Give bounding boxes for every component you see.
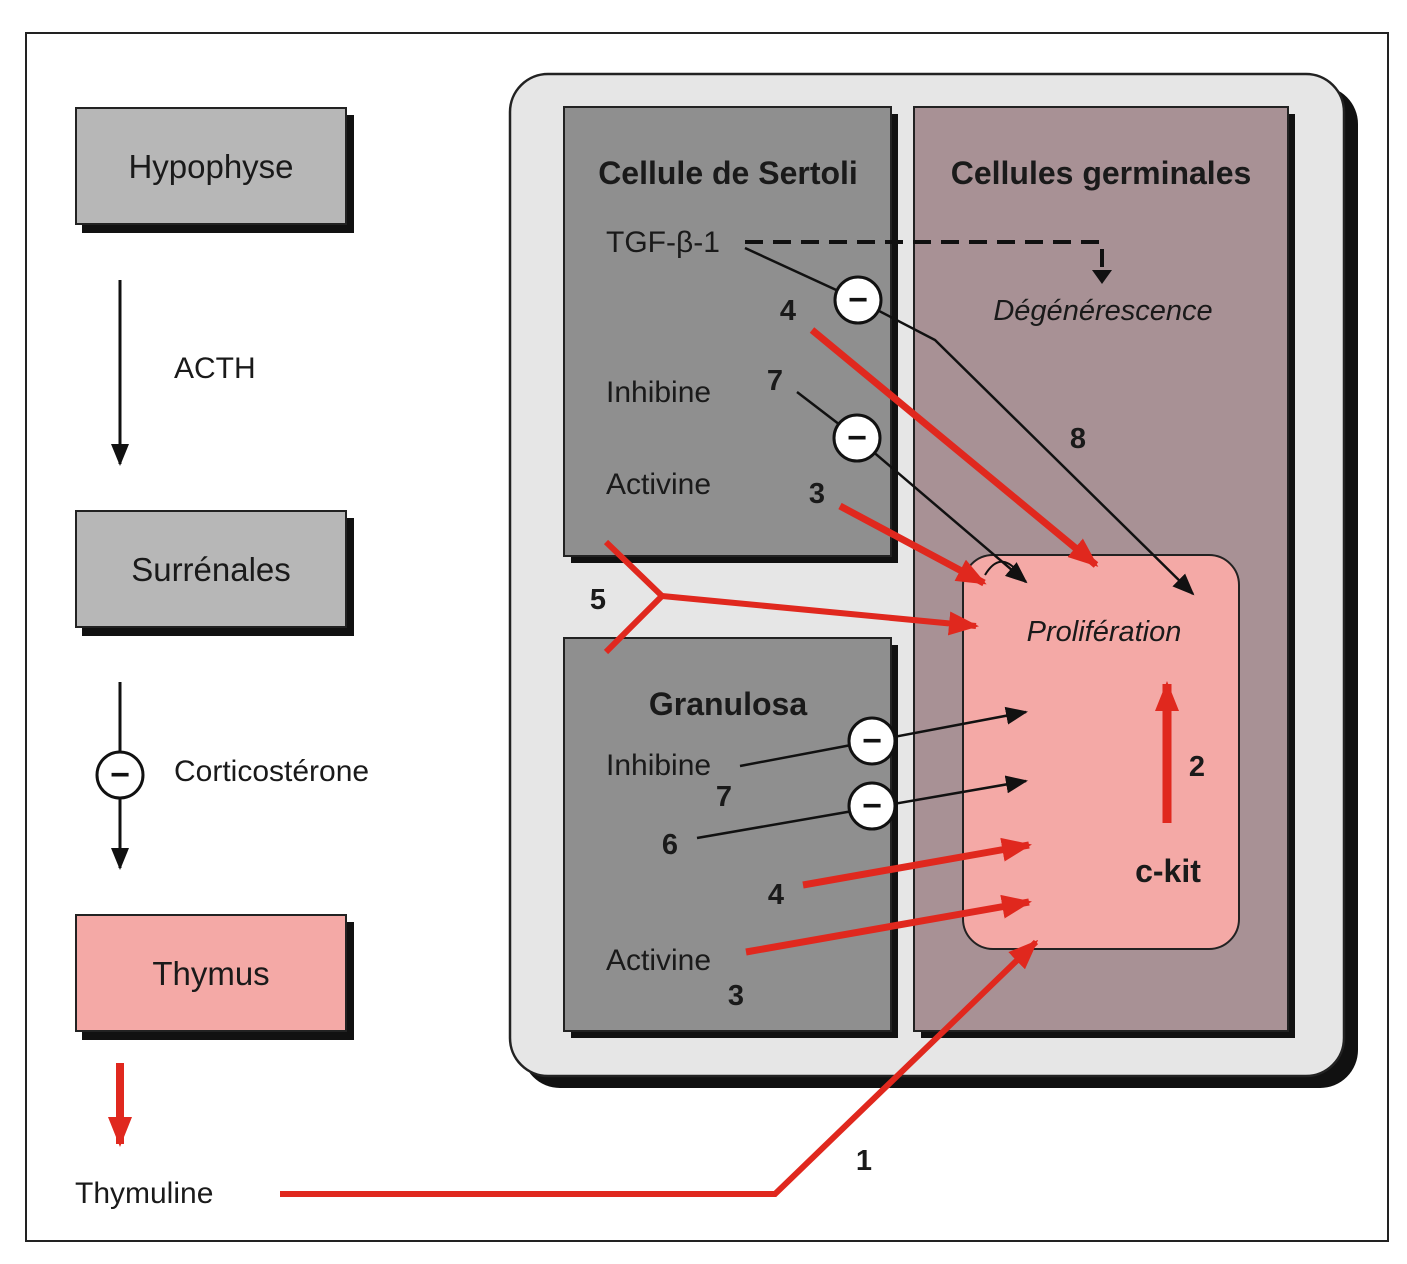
number-7-granulosa: 7 xyxy=(716,781,732,813)
inhibition-badge-sertoli-inhibine: − xyxy=(832,413,882,463)
arrow-1-thymuline xyxy=(280,939,1039,1197)
svg-text:−: − xyxy=(862,722,882,760)
germinal-title: Cellules germinales xyxy=(951,155,1252,191)
granulosa-inhibine-label: Inhibine xyxy=(606,749,711,782)
corticosterone-label: Corticostérone xyxy=(174,755,369,788)
proliferation-box xyxy=(962,554,1240,950)
svg-text:−: − xyxy=(848,281,868,319)
arrow-4-sertoli xyxy=(809,327,1099,568)
number-4-sertoli: 4 xyxy=(780,295,796,327)
number-8: 8 xyxy=(1070,423,1086,455)
thymus-box: Thymus xyxy=(75,914,354,1040)
number-5: 5 xyxy=(590,584,606,616)
degenerescence-label: Dégénérescence xyxy=(993,295,1212,327)
sertoli-tgf-label: TGF-β-1 xyxy=(606,226,720,259)
inhibit-symbol: − xyxy=(110,756,130,794)
inhibition-badge-6: − xyxy=(847,781,897,831)
number-1: 1 xyxy=(856,1145,872,1177)
arrow-5 xyxy=(661,593,979,636)
dashed-arrowhead xyxy=(1092,270,1112,284)
svg-text:−: − xyxy=(862,787,882,825)
sertoli-inhibine-label: Inhibine xyxy=(606,376,711,409)
hypophyse-label: Hypophyse xyxy=(128,148,293,185)
number-6: 6 xyxy=(662,829,678,861)
acth-label: ACTH xyxy=(174,352,256,385)
inhibition-badge-granulosa-inhibine: − xyxy=(847,716,897,766)
sertoli-activine-label: Activine xyxy=(606,468,711,501)
thymuline-label: Thymuline xyxy=(75,1177,213,1210)
arrow-8 xyxy=(744,246,1195,596)
ckit-label: c-kit xyxy=(1135,853,1201,889)
surrenales-box: Surrénales xyxy=(75,510,354,636)
svg-text:−: − xyxy=(847,419,867,457)
number-7-sertoli: 7 xyxy=(767,365,783,397)
granulosa-activine-label: Activine xyxy=(606,944,711,977)
number-3-granulosa: 3 xyxy=(728,980,744,1012)
granulosa-title: Granulosa xyxy=(649,686,807,722)
arrow-3-granulosa xyxy=(745,894,1032,956)
granulosa-panel xyxy=(563,637,898,1038)
sertoli-title: Cellule de Sertoli xyxy=(598,155,858,191)
arrow-7-hook xyxy=(984,560,1019,576)
tgf-degenerescence-dashed-arrow xyxy=(745,240,1104,280)
surrenales-label: Surrénales xyxy=(131,551,291,588)
number-4-granulosa: 4 xyxy=(768,879,784,911)
sertoli-panel xyxy=(563,106,898,563)
arrow-3-sertoli xyxy=(838,502,987,587)
inhibition-badge-tgf: − xyxy=(833,275,883,325)
corticosterone-inhibition-badge: − xyxy=(95,750,145,800)
number-2: 2 xyxy=(1189,751,1205,783)
number-3-sertoli: 3 xyxy=(809,478,825,510)
thymus-label: Thymus xyxy=(152,955,269,992)
hypophyse-box: Hypophyse xyxy=(75,107,354,233)
arrow-4-granulosa xyxy=(802,837,1032,889)
proliferation-label: Prolifération xyxy=(1027,616,1182,648)
